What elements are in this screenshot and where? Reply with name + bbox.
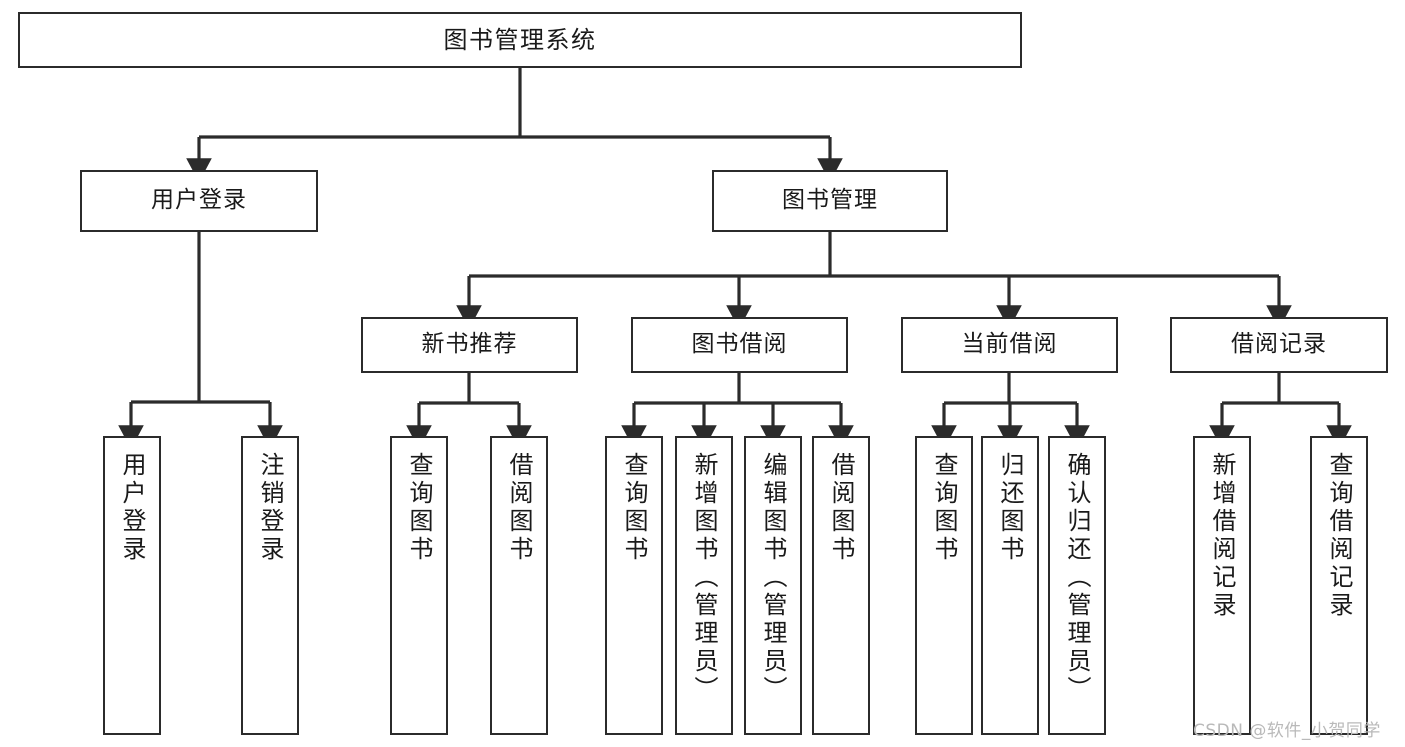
leaf-user-logout-label: 注销登录 [256,452,284,564]
leaf-borrow-book-1[interactable]: 借阅图书 [490,436,548,735]
node-book-manage[interactable]: 图书管理 [712,170,948,232]
node-book-borrow-label: 图书借阅 [691,331,788,358]
leaf-borrow-book-2[interactable]: 借阅图书 [812,436,870,735]
node-user-login[interactable]: 用户登录 [80,170,318,232]
leaf-query-book-1[interactable]: 查询图书 [390,436,448,735]
node-current-borrow-label: 当前借阅 [961,331,1058,358]
node-borrow-record-label: 借阅记录 [1231,331,1327,358]
leaf-user-logout[interactable]: 注销登录 [241,436,299,735]
leaf-confirm-return[interactable]: 确认归还（管理员） [1048,436,1106,735]
leaf-add-book-label: 新增图书（管理员） [690,452,718,704]
leaf-edit-book-label: 编辑图书（管理员） [759,452,787,704]
node-root[interactable]: 图书管理系统 [18,12,1022,68]
node-user-login-label: 用户登录 [151,187,247,214]
node-book-manage-label: 图书管理 [782,187,878,214]
leaf-query-book-1-label: 查询图书 [405,452,433,564]
node-book-borrow[interactable]: 图书借阅 [631,317,848,373]
leaf-return-book-label: 归还图书 [996,452,1024,564]
leaf-query-record[interactable]: 查询借阅记录 [1310,436,1368,735]
leaf-user-login-label: 用户登录 [118,452,146,564]
leaf-borrow-book-2-label: 借阅图书 [827,452,855,564]
node-borrow-record[interactable]: 借阅记录 [1170,317,1388,373]
node-current-borrow[interactable]: 当前借阅 [901,317,1118,373]
leaf-confirm-return-label: 确认归还（管理员） [1063,452,1091,704]
leaf-borrow-book-1-label: 借阅图书 [505,452,533,564]
leaf-add-record[interactable]: 新增借阅记录 [1193,436,1251,735]
leaf-query-book-2-label: 查询图书 [620,452,648,564]
csdn-watermark: CSDN @软件_小贺同学 [1193,721,1381,741]
leaf-add-book[interactable]: 新增图书（管理员） [675,436,733,735]
node-root-label: 图书管理系统 [443,25,597,54]
leaf-edit-book[interactable]: 编辑图书（管理员） [744,436,802,735]
leaf-return-book[interactable]: 归还图书 [981,436,1039,735]
leaf-add-record-label: 新增借阅记录 [1208,452,1236,620]
node-new-book-rec[interactable]: 新书推荐 [361,317,578,373]
leaf-query-record-label: 查询借阅记录 [1325,452,1353,620]
node-new-book-rec-label: 新书推荐 [421,331,518,358]
leaf-query-book-3-label: 查询图书 [930,452,958,564]
leaf-query-book-2[interactable]: 查询图书 [605,436,663,735]
leaf-user-login[interactable]: 用户登录 [103,436,161,735]
leaf-query-book-3[interactable]: 查询图书 [915,436,973,735]
